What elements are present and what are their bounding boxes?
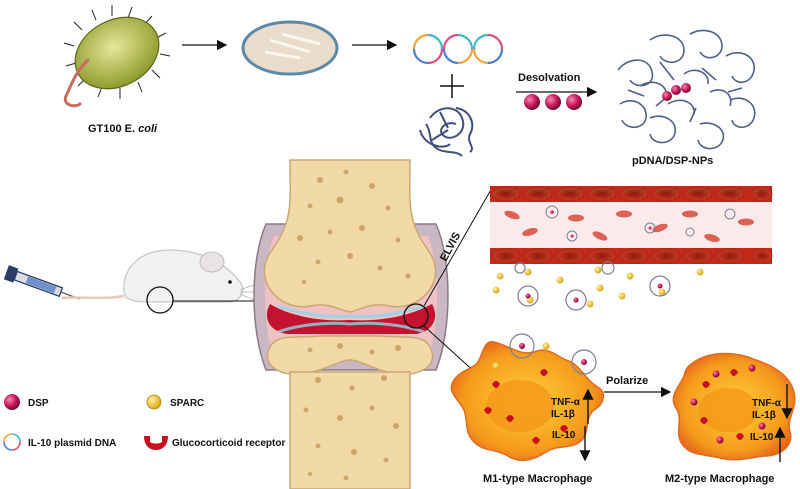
receptor-icon xyxy=(144,436,168,450)
m1-il10-label: IL-10 xyxy=(552,430,576,441)
zoom-line-vessel xyxy=(423,187,493,307)
nanoparticle-label: pDNA/DSP-NPs xyxy=(632,155,713,167)
plasmid-icon xyxy=(412,33,444,65)
syringe-icon xyxy=(3,265,80,300)
m2-cytokine-levels: TNF-α IL-1β IL-10 xyxy=(750,384,793,462)
dsp-particle-icon xyxy=(566,94,582,110)
dsp-particle-icon xyxy=(524,94,540,110)
m1-label: M1-type Macrophage xyxy=(483,473,592,485)
receptor-icons-m1 xyxy=(484,369,568,444)
sparc-protein-icon xyxy=(146,394,162,410)
extravasated-particles xyxy=(492,261,704,311)
dsp-particles xyxy=(524,94,582,110)
polarize-label: Polarize xyxy=(606,375,648,387)
legend-label: Glucocorticoid receptor xyxy=(172,438,285,449)
dsp-particle-icon xyxy=(4,394,20,410)
plasmid-icon xyxy=(3,433,21,451)
protein-icon xyxy=(419,107,474,157)
m2-il10-label: IL-10 xyxy=(750,432,774,443)
legend-label: SPARC xyxy=(170,398,204,409)
lysed-cell-icon xyxy=(241,20,339,76)
legend-item-dsp: DSP xyxy=(4,394,49,410)
dsp-particle-icon xyxy=(545,94,561,110)
m2-macrophage-icon xyxy=(672,352,796,461)
legend-item-plasmid: IL-10 plasmid DNA xyxy=(3,433,116,451)
desolvation-label: Desolvation xyxy=(518,72,581,84)
endothelium-top xyxy=(490,186,773,202)
m1-il1b-label: IL-1β xyxy=(551,409,575,420)
plus-sign xyxy=(440,74,464,98)
ecoli-label: GT100 E. coli xyxy=(88,123,158,135)
plasmid-icon xyxy=(442,33,474,65)
legend: DSP SPARC IL-10 plasmid DNA Glucocortico… xyxy=(3,394,285,451)
injection-site-circle xyxy=(146,286,174,314)
legend-label: IL-10 plasmid DNA xyxy=(28,438,116,449)
endothelium-bottom xyxy=(490,248,773,264)
m1-tnf-label: TNF-α xyxy=(551,397,581,408)
m2-il1b-label: IL-1β xyxy=(752,410,776,421)
ecoli-bacterium-icon xyxy=(63,5,171,108)
synovium-zoom-circle xyxy=(403,303,429,329)
m1-macrophage-icon xyxy=(450,333,605,462)
m2-tnf-label: TNF-α xyxy=(752,398,782,409)
m2-label: M2-type Macrophage xyxy=(665,473,774,485)
plasmid-icon xyxy=(472,33,504,65)
legend-label: DSP xyxy=(28,398,49,409)
legend-item-receptor: Glucocorticoid receptor xyxy=(144,436,285,450)
m1-cytokine-levels: TNF-α IL-1β IL-10 xyxy=(551,388,594,462)
mouse-icon xyxy=(61,249,257,314)
knee-joint-icon xyxy=(253,159,449,489)
blood-vessel-icon xyxy=(490,186,773,264)
nanoparticle-icon xyxy=(617,29,756,150)
plasmid-dna-icons xyxy=(412,33,504,65)
legend-item-sparc: SPARC xyxy=(146,394,204,410)
